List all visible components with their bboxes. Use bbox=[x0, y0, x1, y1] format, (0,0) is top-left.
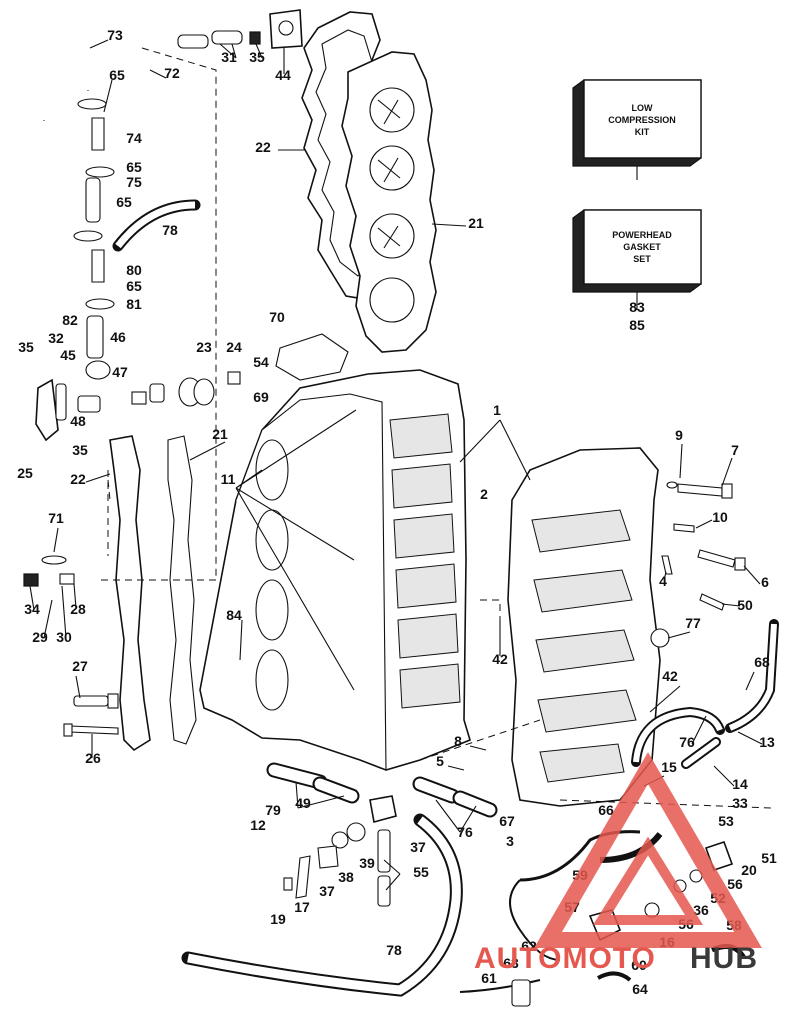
hoses-76-bottom bbox=[412, 776, 498, 818]
wiring-harness bbox=[459, 830, 663, 993]
powerhead-gasket-set-box: POWERHEAD GASKET SET bbox=[572, 209, 702, 310]
clamp-58 bbox=[710, 943, 747, 960]
powerhead-gasket-line-1: POWERHEAD bbox=[612, 230, 672, 240]
clamp-64 bbox=[597, 971, 632, 982]
small-parts-bottom bbox=[283, 795, 397, 899]
exhaust-gasket-21 bbox=[167, 435, 197, 745]
powerhead-gasket-line-2: GASKET bbox=[623, 242, 661, 252]
fitting-35-top bbox=[249, 31, 261, 45]
low-compression-kit-line-1: LOW bbox=[632, 103, 653, 113]
washers-52-56 bbox=[644, 869, 703, 918]
hose-68 bbox=[725, 619, 779, 733]
low-compression-kit-line-3: KIT bbox=[635, 127, 650, 137]
head-gasket-21 bbox=[341, 51, 437, 353]
crankcase-cover-1 bbox=[507, 447, 661, 807]
bolt-7 bbox=[666, 481, 733, 499]
cylinder-block-11 bbox=[199, 369, 471, 771]
bolt-10 bbox=[673, 523, 695, 533]
cover-plate-44 bbox=[269, 9, 303, 49]
hoses-49 bbox=[266, 762, 360, 804]
low-compression-kit-box: LOW COMPRESSION KIT bbox=[572, 79, 702, 180]
fitting-77 bbox=[650, 628, 670, 648]
sensor-61 bbox=[511, 979, 531, 1007]
low-compression-kit-line-2: COMPRESSION bbox=[608, 115, 676, 125]
hose-78-left bbox=[112, 199, 201, 252]
hose-fittings-left bbox=[73, 98, 115, 359]
gasket-70 bbox=[275, 333, 349, 381]
thermostat-23-24 bbox=[178, 371, 241, 407]
plugs-31 bbox=[177, 30, 243, 49]
bolt-50 bbox=[699, 593, 725, 611]
hose-73 bbox=[41, 27, 91, 121]
pin-4 bbox=[661, 555, 673, 575]
powerhead-gasket-line-3: SET bbox=[633, 254, 651, 264]
hose-14 bbox=[681, 737, 721, 769]
bracket-57 bbox=[588, 909, 622, 942]
bolt-6 bbox=[697, 549, 746, 571]
sensor-27 bbox=[73, 693, 119, 709]
hose-78-bottom bbox=[181, 813, 463, 997]
thermostat-cover-32 bbox=[35, 378, 67, 442]
bolt-26 bbox=[63, 723, 119, 737]
tubes-55 bbox=[377, 829, 391, 907]
hose-76-right bbox=[631, 706, 725, 767]
fittings-34-28 bbox=[23, 555, 75, 587]
check-valve-46 bbox=[77, 360, 165, 413]
exhaust-cover-22 bbox=[109, 435, 151, 752]
sender-20 bbox=[704, 840, 734, 872]
